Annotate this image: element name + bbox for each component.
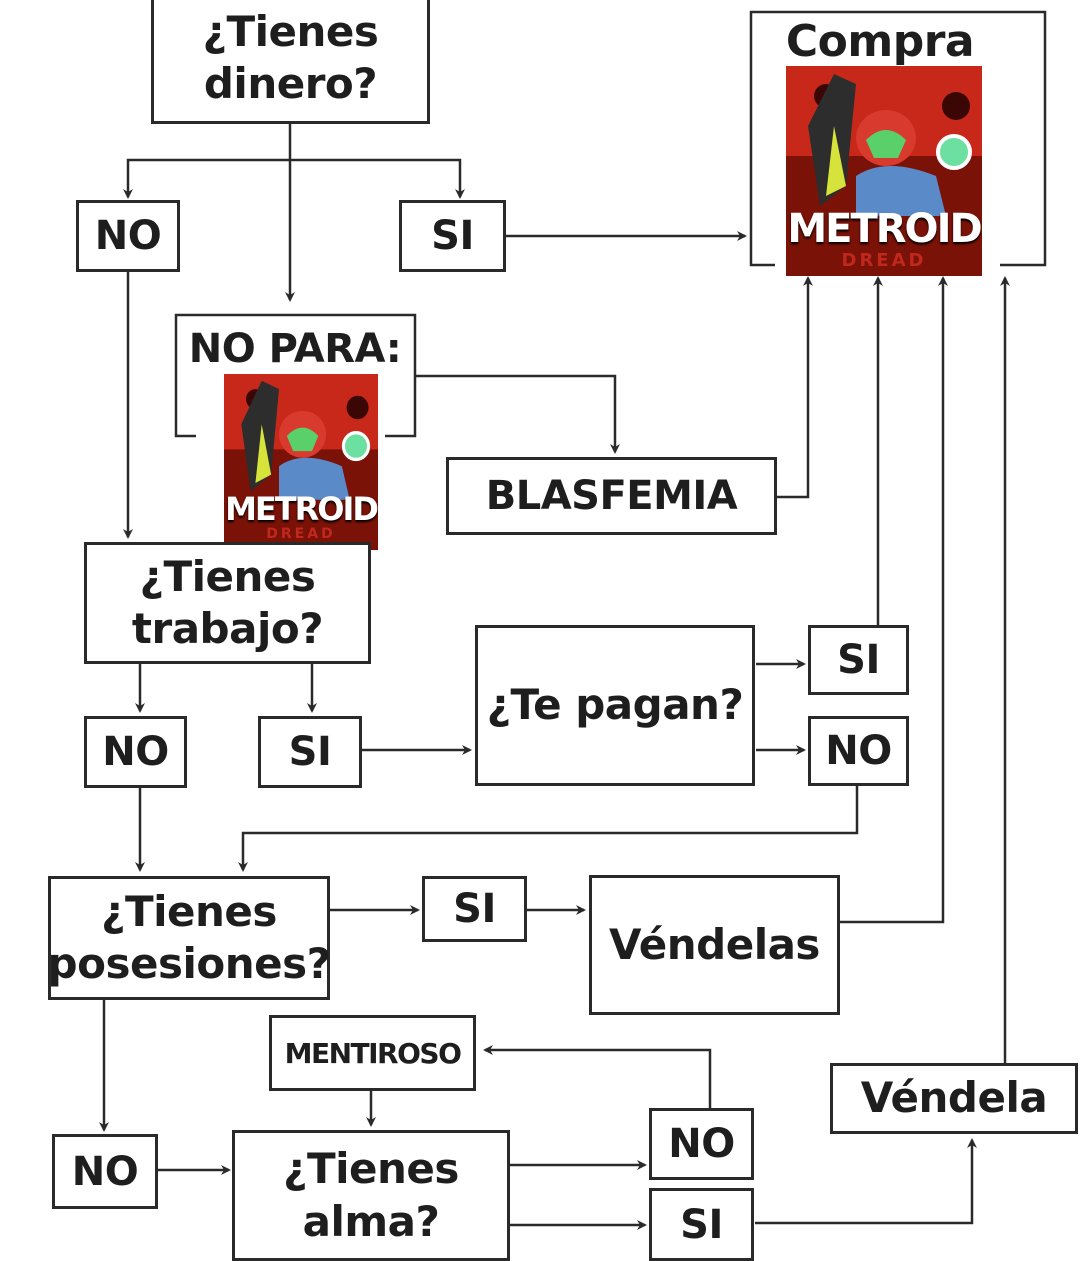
no-trabajo-label: NO xyxy=(102,729,169,775)
no-dinero-label: NO xyxy=(94,213,162,259)
no-alma-label: NO xyxy=(668,1121,735,1167)
cover-title: METROID xyxy=(787,206,982,252)
compra-label: Compra xyxy=(785,16,975,67)
vendelas-box: Véndelas xyxy=(589,875,840,1015)
line-vendelas-to-compra xyxy=(840,276,948,924)
si-dinero-label: SI xyxy=(431,213,474,259)
si-alma-box: SI xyxy=(649,1188,754,1261)
line-nopara-to-blasfemia xyxy=(415,374,620,454)
si-pagan-box: SI xyxy=(808,625,909,695)
no-dinero-box: NO xyxy=(76,200,180,272)
vendela-box: Véndela xyxy=(830,1063,1078,1134)
si-trabajo-label: SI xyxy=(288,729,332,775)
cover-subtitle: DREAD xyxy=(841,250,927,271)
cover-art-icon xyxy=(224,374,378,550)
metroid-dread-cover-nopara: METROID DREAD xyxy=(224,374,378,550)
tienes-dinero-label: ¿Tienes dinero? xyxy=(202,6,379,109)
line-si-to-vendela xyxy=(755,1138,977,1225)
blasfemia-box: BLASFEMIA xyxy=(446,457,777,535)
metroid-dread-cover-compra: METROID DREAD xyxy=(786,66,982,276)
si-alma-label: SI xyxy=(680,1201,723,1248)
vendela-label: Véndela xyxy=(860,1073,1048,1123)
no-pagan-box: NO xyxy=(808,716,909,786)
no-para-bracket xyxy=(174,313,417,438)
line-noalma-to-mentiroso xyxy=(483,1045,712,1108)
line-dinero-to-si xyxy=(290,158,465,199)
si-pagan-label: SI xyxy=(837,637,880,683)
tienes-alma-label: ¿Tienes alma? xyxy=(283,1144,459,1246)
no-posesiones-box: NO xyxy=(52,1134,158,1209)
si-posesiones-label: SI xyxy=(453,886,496,932)
no-alma-box: NO xyxy=(649,1108,754,1180)
te-pagan-label: ¿Te pagan? xyxy=(486,680,744,730)
mentiroso-box: MENTIROSO xyxy=(269,1015,476,1091)
te-pagan-box: ¿Te pagan? xyxy=(475,625,755,786)
tienes-alma-box: ¿Tienes alma? xyxy=(232,1130,510,1261)
cover-title: METROID xyxy=(225,490,378,528)
no-posesiones-label: NO xyxy=(71,1148,139,1195)
vendelas-label: Véndelas xyxy=(609,919,820,969)
tienes-trabajo-box: ¿Tienes trabajo? xyxy=(84,542,371,664)
line-dinero-to-no xyxy=(123,158,290,199)
si-posesiones-box: SI xyxy=(422,876,527,942)
tienes-dinero-box: ¿Tienes dinero? xyxy=(151,0,430,124)
no-pagan-label: NO xyxy=(825,728,892,774)
cover-subtitle: DREAD xyxy=(266,526,336,542)
cover-art-icon xyxy=(786,66,982,276)
si-trabajo-box: SI xyxy=(258,716,362,788)
line-nopagan-to-posesiones xyxy=(238,786,859,872)
si-dinero-box: SI xyxy=(399,200,506,272)
blasfemia-label: BLASFEMIA xyxy=(485,473,738,519)
compra-bracket xyxy=(749,10,1047,267)
no-trabajo-box: NO xyxy=(84,716,187,788)
mentiroso-label: MENTIROSO xyxy=(284,1036,462,1070)
tienes-posesiones-label: ¿Tienes posesiones? xyxy=(47,886,331,989)
tienes-posesiones-box: ¿Tienes posesiones? xyxy=(47,876,331,1000)
no-para-label: NO PARA: xyxy=(188,326,402,372)
tienes-trabajo-label: ¿Tienes trabajo? xyxy=(131,551,324,654)
line-blasfemia-to-compra xyxy=(776,276,813,499)
